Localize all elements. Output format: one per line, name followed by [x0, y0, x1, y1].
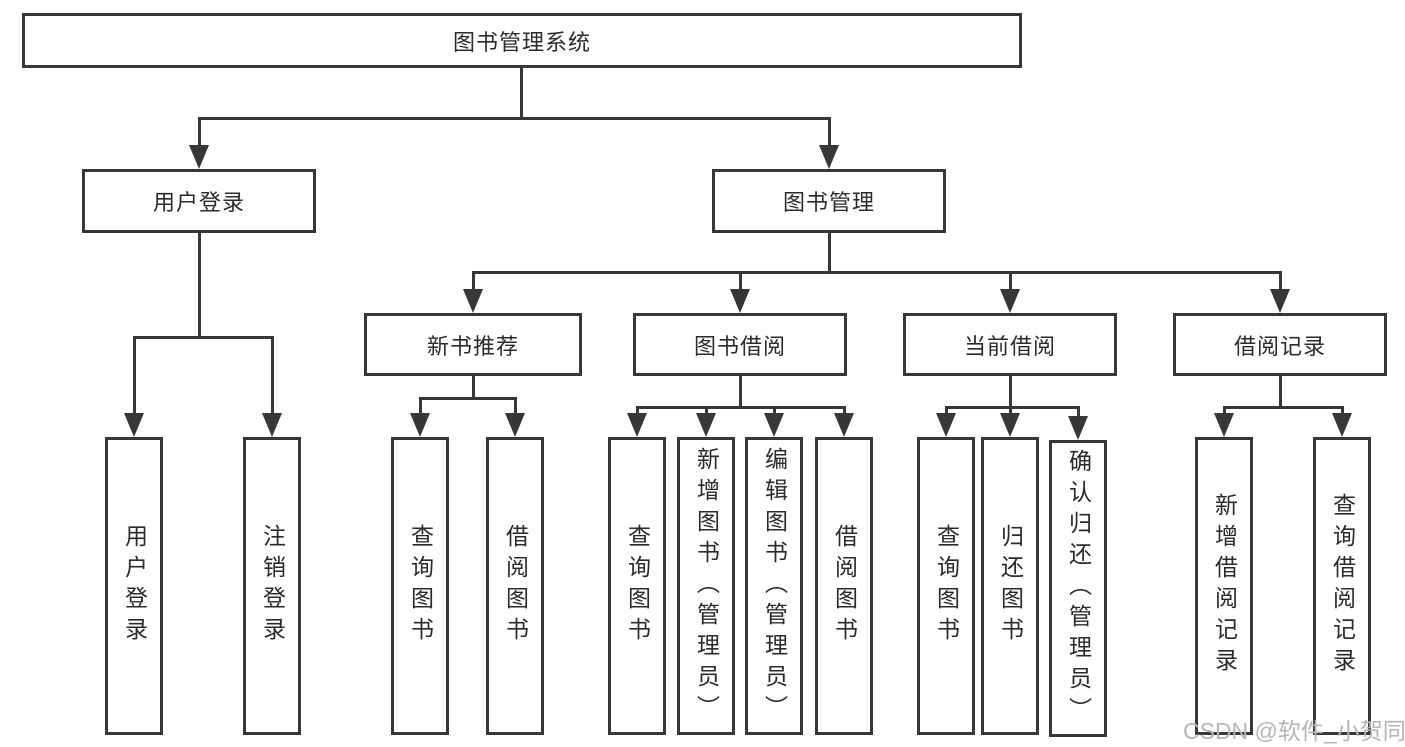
node-label: 用户登录	[121, 524, 148, 648]
connector-vline	[1223, 406, 1226, 419]
leaf-borrow-books-borrowing: 借阅图书	[815, 437, 873, 735]
node-book-management: 图书管理	[712, 169, 946, 233]
leaf-confirm-return-admin: 确认归还（管理员）	[1049, 440, 1107, 737]
connector-vline	[705, 406, 708, 419]
arrow-down-icon	[124, 413, 144, 437]
connector-hline	[945, 406, 1079, 409]
connector-hline	[419, 397, 516, 400]
leaf-add-books-admin: 新增图书（管理员）	[677, 437, 735, 735]
leaf-query-borrow-record: 查询借阅记录	[1313, 437, 1371, 735]
connector-vline	[514, 397, 517, 419]
connector-vline	[472, 271, 475, 295]
connector-vline	[1077, 406, 1080, 422]
arrow-down-icon	[463, 289, 483, 313]
node-label: 归还图书	[997, 524, 1024, 648]
node-label: 查询借阅记录	[1329, 493, 1356, 679]
watermark: CSDN @软件_小贺同学	[1183, 718, 1405, 744]
node-label: 新增借阅记录	[1211, 493, 1238, 679]
arrow-down-icon	[627, 413, 647, 437]
connector-vline	[1279, 376, 1282, 408]
node-label: 图书借阅	[693, 333, 786, 359]
connector-vline	[1009, 271, 1012, 295]
node-label: 图书管理	[782, 190, 875, 215]
connector-vline	[739, 271, 742, 295]
node-current-borrowing: 当前借阅	[903, 313, 1117, 376]
node-book-borrowing: 图书借阅	[633, 313, 847, 376]
connector-vline	[271, 336, 274, 419]
arrow-down-icon	[1332, 413, 1352, 437]
connector-vline	[843, 406, 846, 419]
connector-vline	[198, 117, 201, 151]
connector-hline	[133, 336, 273, 339]
leaf-borrow-books-recommend: 借阅图书	[486, 437, 544, 735]
arrow-down-icon	[1270, 289, 1290, 313]
arrow-down-icon	[819, 145, 839, 169]
node-new-book-recommend: 新书推荐	[364, 313, 582, 376]
arrow-down-icon	[262, 413, 282, 437]
arrow-down-icon	[1214, 413, 1234, 437]
connector-hline	[198, 117, 830, 120]
arrow-down-icon	[1000, 413, 1020, 437]
connector-vline	[419, 397, 422, 419]
node-label: 用户登录	[152, 190, 245, 215]
leaf-query-books-borrowing: 查询图书	[608, 437, 666, 735]
connector-hline	[1223, 406, 1343, 409]
node-label: 查询图书	[407, 524, 434, 648]
connector-vline	[1279, 271, 1282, 295]
node-label: 借阅图书	[502, 524, 529, 648]
arrow-down-icon	[1068, 416, 1088, 440]
node-label: 图书管理系统	[452, 29, 591, 55]
connector-vline	[773, 406, 776, 419]
leaf-add-borrow-record: 新增借阅记录	[1195, 437, 1253, 735]
connector-vline	[828, 117, 831, 151]
connector-vline	[1009, 406, 1012, 419]
node-label: 新增图书（管理员）	[693, 446, 720, 726]
node-label: 当前借阅	[963, 333, 1056, 359]
connector-hline	[636, 406, 845, 409]
connector-vline	[945, 406, 948, 419]
arrow-down-icon	[410, 413, 430, 437]
arrow-down-icon	[936, 413, 956, 437]
node-root-library-system: 图书管理系统	[22, 13, 1022, 68]
leaf-query-books-recommend: 查询图书	[391, 437, 449, 735]
connector-vline	[828, 233, 831, 273]
connector-hline	[472, 271, 1281, 274]
arrow-down-icon	[1000, 289, 1020, 313]
connector-vline	[133, 336, 136, 419]
node-borrowing-records: 借阅记录	[1173, 313, 1387, 376]
arrow-down-icon	[505, 413, 525, 437]
connector-vline	[1009, 376, 1012, 408]
leaf-query-books-current: 查询图书	[917, 437, 975, 735]
leaf-return-books: 归还图书	[981, 437, 1039, 735]
connector-vline	[739, 376, 742, 408]
node-label: 借阅记录	[1233, 333, 1326, 359]
connector-vline	[198, 233, 201, 338]
node-label: 编辑图书（管理员）	[761, 446, 788, 726]
node-label: 注销登录	[259, 524, 286, 648]
leaf-user-login: 用户登录	[105, 437, 163, 735]
node-label: 借阅图书	[831, 524, 858, 648]
connector-vline	[636, 406, 639, 419]
node-user-login: 用户登录	[82, 169, 316, 233]
leaf-edit-books-admin: 编辑图书（管理员）	[745, 437, 803, 735]
arrow-down-icon	[834, 413, 854, 437]
connector-vline	[472, 376, 475, 399]
arrow-down-icon	[189, 145, 209, 169]
leaf-logout: 注销登录	[243, 437, 301, 735]
node-label: 确认归还（管理员）	[1065, 449, 1092, 728]
node-label: 查询图书	[624, 524, 651, 648]
arrow-down-icon	[764, 413, 784, 437]
connector-vline	[520, 68, 523, 119]
arrow-down-icon	[730, 289, 750, 313]
connector-vline	[1341, 406, 1344, 419]
node-label: 新书推荐	[426, 333, 519, 359]
arrow-down-icon	[696, 413, 716, 437]
node-label: 查询图书	[933, 524, 960, 648]
